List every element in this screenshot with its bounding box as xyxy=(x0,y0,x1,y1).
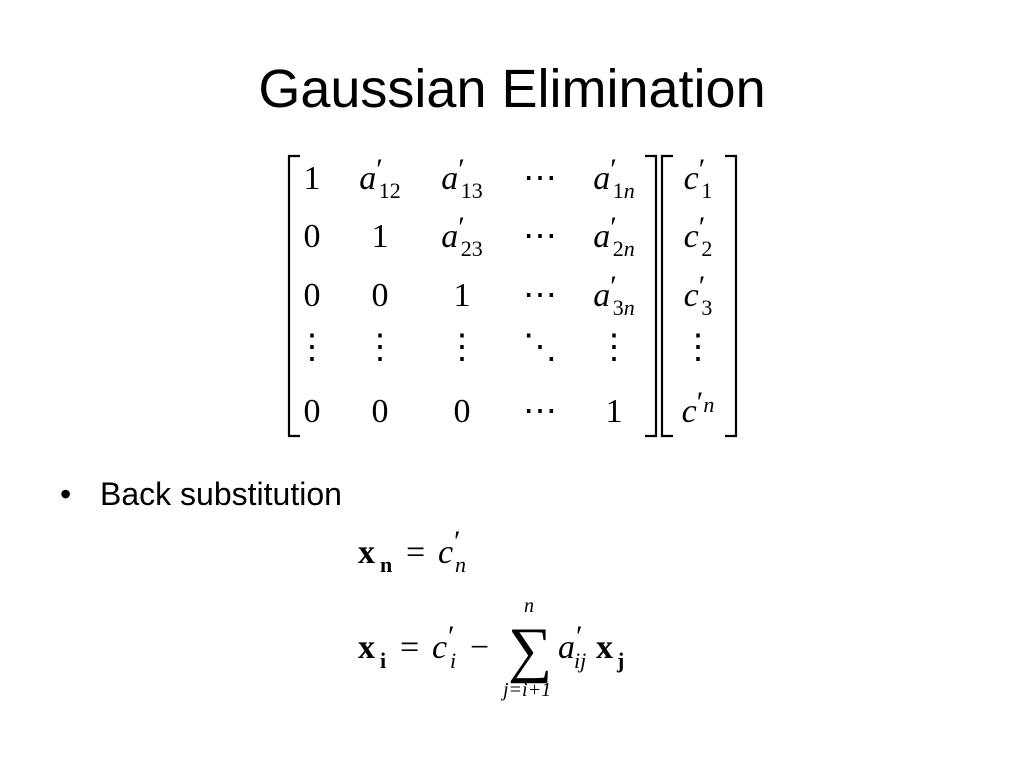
matrix-cell-r4-c2: ⋮ xyxy=(363,329,397,366)
eq2-c-sub: i xyxy=(450,648,456,673)
matrix-cell-r4-c6: ⋮ xyxy=(681,329,715,366)
matrix-cell-r2-c6: c′2 xyxy=(684,211,713,261)
matrix-cell-r3-c1: 0 xyxy=(304,277,321,314)
eq2-c-base: c xyxy=(432,629,447,666)
matrix-cell-r4-c4: ⋱ xyxy=(523,329,557,366)
matrix-cell-r3-c6: c′3 xyxy=(684,270,713,320)
eq2-x-base: x xyxy=(596,629,613,666)
right-vector-close-bracket xyxy=(725,154,738,438)
eq2-sum-symbol: ∑ xyxy=(508,616,552,684)
eq1-rhs-sub: n xyxy=(455,552,466,577)
matrix-cell-r3-c4: ⋯ xyxy=(523,277,557,314)
matrix-cell-r1-c5: a′1n xyxy=(593,153,635,203)
matrix-cell-r3-c2: 0 xyxy=(372,277,389,314)
matrix-cell-r4-c1: ⋮ xyxy=(295,329,329,366)
matrix-cell-r2-c2: 1 xyxy=(372,218,389,255)
eq2-sum-upper: n xyxy=(524,595,534,617)
matrix-cell-r4-c5: ⋮ xyxy=(597,329,631,366)
matrix-cell-r4-c3: ⋮ xyxy=(445,329,479,366)
matrix-cell-r5-c6: c′n xyxy=(682,386,715,430)
matrix-cell-r5-c4: ⋯ xyxy=(523,393,557,430)
eq2-lhs-base: x xyxy=(358,629,375,666)
matrix-cell-r1-c1: 1 xyxy=(304,160,321,197)
eq2-a-prime: ′ xyxy=(576,620,583,653)
eq1-lhs-base: x xyxy=(358,534,375,571)
matrix-cell-r5-c2: 0 xyxy=(372,393,389,430)
matrix-cell-r2-c1: 0 xyxy=(304,218,321,255)
eq2-minus: − xyxy=(470,629,489,666)
eq2-equals: = xyxy=(400,629,419,666)
eq1-rhs-base: c xyxy=(438,534,453,571)
eq1-equals: = xyxy=(406,534,425,571)
left-matrix-close-bracket xyxy=(645,154,658,438)
matrix-cell-r3-c3: 1 xyxy=(454,277,471,314)
matrix-cell-r1-c2: a′12 xyxy=(359,153,401,203)
eq2-a-base: a xyxy=(558,629,575,666)
eq2-a-sub: ij xyxy=(574,648,586,673)
matrix-cell-r2-c5: a′2n xyxy=(593,211,635,261)
eq2-lhs-sub: i xyxy=(380,648,386,673)
eq2-x-sub: j xyxy=(616,648,624,673)
matrix-cell-r1-c4: ⋯ xyxy=(523,160,557,197)
matrix-cell-r5-c1: 0 xyxy=(304,393,321,430)
matrix-cell-r5-c5: 1 xyxy=(606,393,623,430)
eq2-sum-lower: j=i+1 xyxy=(500,679,551,701)
eq1-rhs-prime: ′ xyxy=(454,525,461,558)
right-vector-open-bracket xyxy=(660,154,673,438)
bullet-text: Back substitution xyxy=(100,476,342,512)
matrix-cell-r2-c3: a′23 xyxy=(441,211,483,261)
eq1-lhs-sub: n xyxy=(380,552,392,577)
matrix-cell-r2-c4: ⋯ xyxy=(523,218,557,255)
matrix-cell-r3-c5: a′3n xyxy=(593,270,635,320)
matrix-cell-r1-c6: c′1 xyxy=(684,153,713,203)
left-matrix-open-bracket xyxy=(287,154,300,438)
slide-title: Gaussian Elimination xyxy=(258,59,766,119)
matrix-cell-r5-c3: 0 xyxy=(454,393,471,430)
bullet-dot: • xyxy=(60,476,72,512)
eq2-c-prime: ′ xyxy=(448,620,455,653)
bullet-item: • Back substitution xyxy=(60,478,342,510)
matrix-cells: 1 a′12 a′13 ⋯ a′1n c′1 0 1 a′23 ⋯ a′2n c′2 0 0 1 ⋯ a′3n c… xyxy=(295,153,715,430)
matrix-cell-r1-c3: a′13 xyxy=(441,153,483,203)
